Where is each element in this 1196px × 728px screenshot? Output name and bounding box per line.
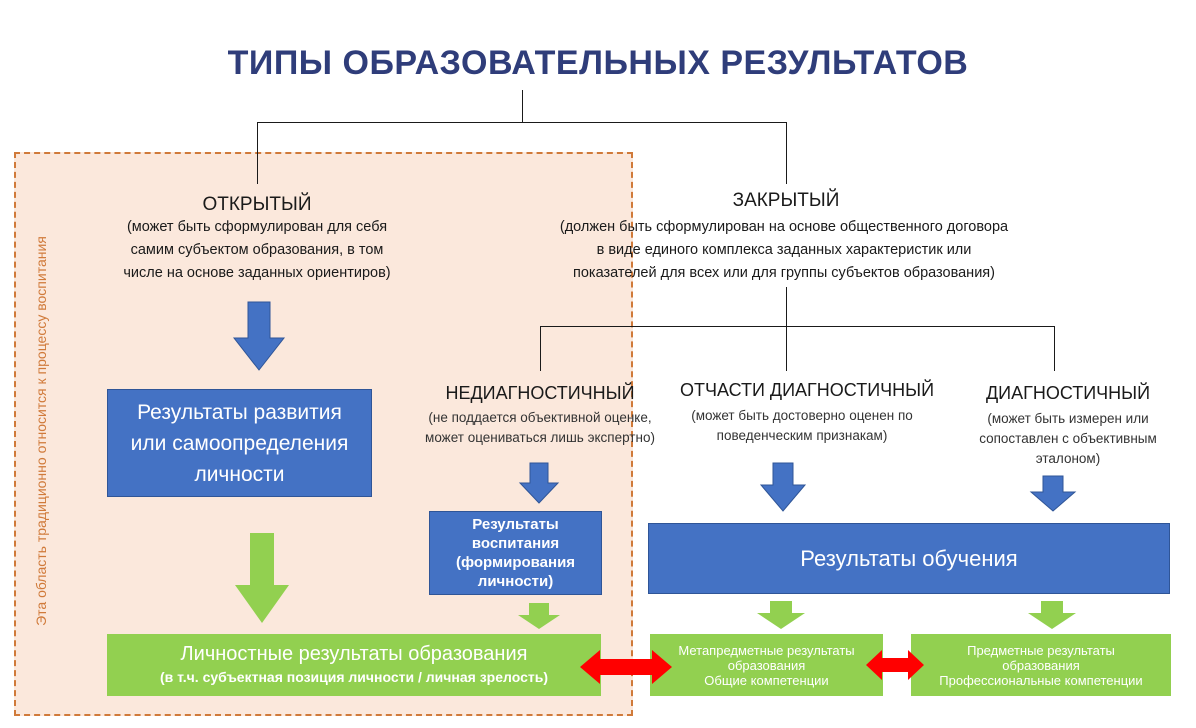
green-down-arrow-icon [518, 603, 560, 629]
development-line: личности [194, 462, 285, 486]
closed-desc-line: показателей для всех или для группы субъ… [573, 265, 995, 281]
partdiag-desc-line: (может быть достоверно оценен по [691, 408, 913, 423]
green-down-arrow-icon [1028, 601, 1076, 629]
connector-closed-drop [786, 122, 787, 184]
blue-down-arrow-icon [232, 301, 286, 371]
connector-nondiag-drop [540, 326, 541, 371]
nondiag-description: (не поддается объективной оценке, может … [405, 408, 675, 448]
diag-description: (может быть измерен или сопоставлен с об… [958, 409, 1178, 469]
upbringing-line: воспитания [471, 535, 560, 552]
green-down-arrow-icon [235, 533, 289, 623]
connector-diag-drop [1054, 326, 1055, 371]
open-desc-line: самим субъектом образования, в том [130, 242, 384, 258]
partdiag-description: (может быть достоверно оценен по поведен… [672, 406, 932, 446]
nondiag-desc-line: может оцениваться лишь экспертно) [425, 430, 655, 445]
development-line: Результаты развития [137, 400, 342, 424]
partdiag-desc-line: поведенческим признакам) [716, 428, 888, 443]
meta-line: Общие компетенции [704, 672, 829, 688]
subject-results-box: Предметные результаты образования Профес… [911, 634, 1171, 696]
open-desc-line: (может быть сформулирован для себя [126, 219, 388, 235]
connector-closed-stem [786, 287, 787, 371]
diag-desc-line: (может быть измерен или [987, 411, 1149, 426]
development-line: или самоопределения [130, 431, 349, 455]
partdiag-heading: ОТЧАСТИ ДИАГНОСТИЧНЫЙ [679, 380, 935, 400]
connector-open-drop [257, 122, 258, 184]
meta-line: образования [727, 657, 806, 673]
upbringing-line: личности) [477, 573, 554, 590]
open-description: (может быть сформулирован для себя самим… [57, 216, 457, 285]
meta-line: Метапредметные результаты [678, 642, 855, 658]
closed-description: (должен быть сформулирован на основе общ… [484, 216, 1084, 285]
green-down-arrow-icon [757, 601, 805, 629]
upbringing-line: (формирования [455, 554, 576, 571]
diag-desc-line: эталоном) [1035, 451, 1101, 466]
region-label: Эта область традиционно относится к проц… [33, 236, 49, 626]
diag-desc-line: сопоставлен с объективным [979, 431, 1157, 446]
meta-results-box: Метапредметные результаты образования Об… [650, 634, 883, 696]
connector-sub-horizontal [540, 326, 1055, 327]
red-double-arrow-icon [866, 650, 924, 680]
closed-desc-line: в виде единого комплекса заданных характ… [596, 242, 972, 258]
red-double-arrow-icon [580, 650, 672, 684]
closed-desc-line: (должен быть сформулирован на основе общ… [559, 219, 1009, 235]
learning-label: Результаты обучения [800, 545, 1018, 571]
personal-main-label: Личностные результаты образования [180, 643, 528, 665]
closed-heading: ЗАКРЫТЫЙ [732, 190, 840, 211]
upbringing-line: Результаты [472, 516, 559, 533]
blue-down-arrow-icon [518, 462, 560, 504]
blue-down-arrow-icon [1029, 475, 1077, 512]
open-desc-line: числе на основе заданных ориентиров) [123, 265, 391, 281]
blue-down-arrow-icon [759, 462, 807, 512]
upbringing-results-box: Результаты воспитания (формирования личн… [429, 511, 602, 595]
open-heading: ОТКРЫТЫЙ [202, 194, 312, 215]
nondiag-heading: НЕДИАГНОСТИЧНЫЙ [445, 383, 635, 403]
subject-line: Предметные результаты [967, 642, 1115, 658]
nondiag-desc-line: (не поддается объективной оценке, [428, 410, 652, 425]
development-results-box: Результаты развития или самоопределения … [107, 389, 372, 497]
connector-top-horizontal [257, 122, 786, 123]
connector-title-stem [522, 90, 523, 122]
learning-results-box: Результаты обучения [648, 523, 1170, 594]
diagram-title: ТИПЫ ОБРАЗОВАТЕЛЬНЫХ РЕЗУЛЬТАТОВ [227, 44, 969, 82]
diag-heading: ДИАГНОСТИЧНЫЙ [985, 383, 1151, 403]
personal-results-box: Личностные результаты образования (в т.ч… [107, 634, 601, 696]
subject-line: Профессиональные компетенции [939, 672, 1143, 688]
subject-line: образования [1002, 657, 1080, 673]
personal-sub-label: (в т.ч. субъектная позиция личности / ли… [159, 669, 548, 685]
